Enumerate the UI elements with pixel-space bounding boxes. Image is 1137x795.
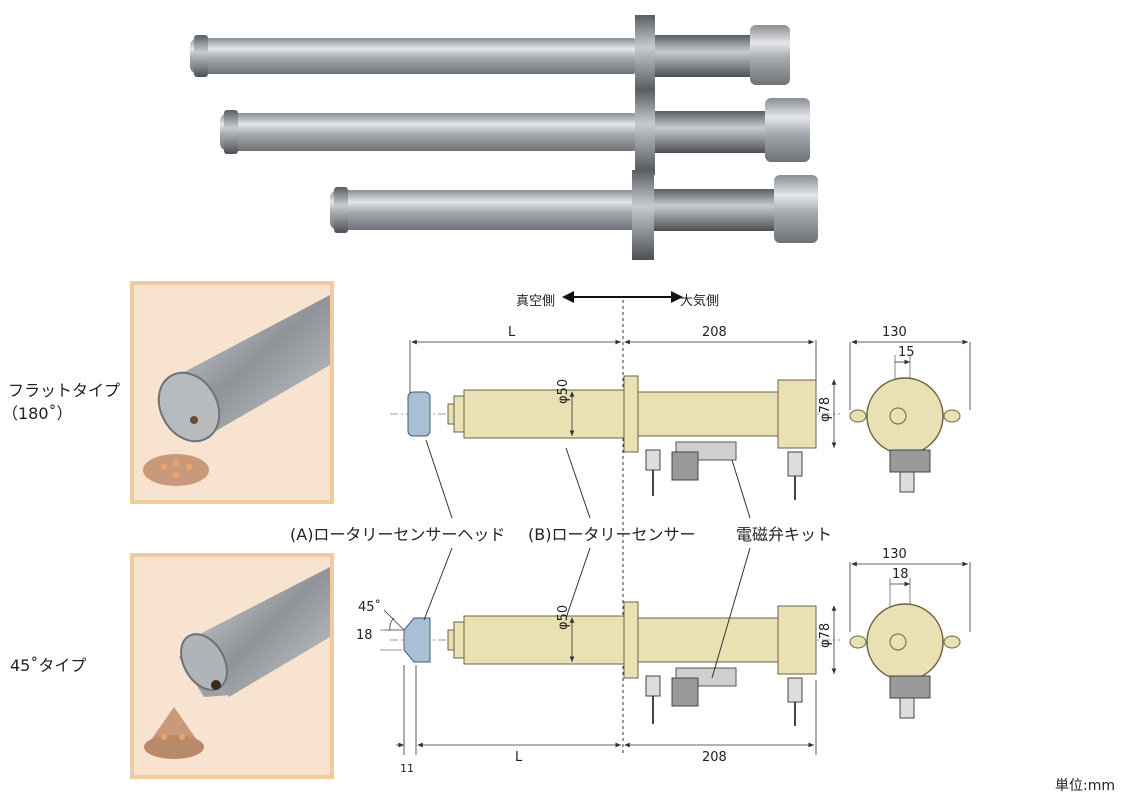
dim-angle: 45˚ — [358, 600, 382, 615]
unit-label: 単位:mm — [1055, 778, 1115, 794]
product-photo — [190, 15, 818, 260]
dim-head-len: 18 — [356, 628, 373, 643]
photo-45-head — [130, 553, 334, 779]
drawing-45 — [380, 561, 971, 755]
callout-sensor: (B)ロータリーセンサー — [528, 525, 696, 544]
type-flat-angle: （180˚） — [2, 404, 73, 423]
technical-drawing — [380, 300, 971, 755]
photo-sensor-3 — [330, 170, 818, 260]
dim-L-top: L — [508, 325, 516, 340]
direction-atmosphere-label: 大気側 — [680, 294, 720, 309]
dim-L-bottom: L — [515, 750, 523, 765]
dim-phi78-bottom: φ78 — [818, 622, 833, 648]
dim-phi50-bottom: φ50 — [556, 604, 571, 630]
callout-valve: 電磁弁キット — [736, 525, 833, 544]
dim-phi78-top: φ78 — [818, 396, 833, 422]
type-45-name: 45˚タイプ — [10, 656, 87, 675]
photo-sensor-2 — [220, 90, 810, 175]
photo-sensor-1 — [190, 15, 790, 95]
dim-15-top: 15 — [898, 345, 915, 360]
drawing-flat — [390, 339, 971, 500]
type-flat-name: フラットタイプ — [8, 381, 121, 400]
direction-arrows — [562, 291, 683, 303]
dim-130-top: 130 — [882, 325, 907, 340]
direction-vacuum-label: 真空側 — [516, 294, 556, 309]
callout-head: (A)ロータリーセンサーヘッド — [290, 525, 506, 544]
dim-130-bottom: 130 — [882, 547, 907, 562]
dim-208-bottom: 208 — [702, 750, 727, 765]
photo-flat-head — [130, 281, 334, 504]
callout-leaders — [423, 439, 751, 679]
dim-tip-len: 11 — [400, 762, 414, 775]
dim-18-bottom: 18 — [892, 567, 909, 582]
dim-208-top: 208 — [702, 325, 727, 340]
dim-phi50-top: φ50 — [556, 378, 571, 404]
